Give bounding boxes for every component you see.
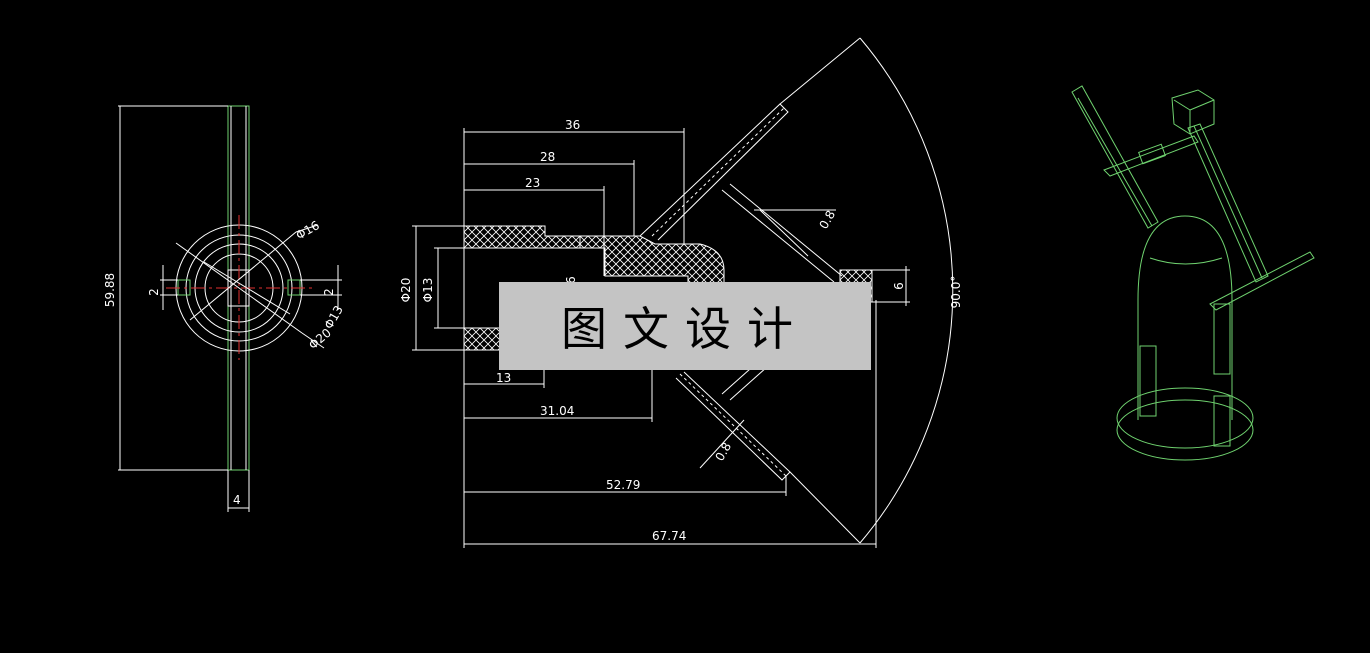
dim-6-partial-label: 6 bbox=[564, 276, 578, 284]
height-dimension-label: 59.88 bbox=[103, 273, 117, 307]
dim-13-label: 13 bbox=[496, 371, 511, 385]
dim-28-label: 28 bbox=[540, 150, 555, 164]
width-dimension-label: 4 bbox=[233, 493, 241, 507]
dim-6-right-label: 6 bbox=[892, 282, 906, 290]
dim-0-8-top-label: 0.8 bbox=[816, 208, 838, 232]
dim-0-8-bottom-label: 0.8 bbox=[712, 440, 734, 464]
dim-31-04-label: 31.04 bbox=[540, 404, 574, 418]
dim-phi20-label: Φ20 bbox=[399, 278, 413, 303]
front-view bbox=[118, 105, 342, 512]
dim-23-label: 23 bbox=[525, 176, 540, 190]
diameter-16-label: Φ16 bbox=[294, 218, 322, 242]
dim-phi13-label: Φ13 bbox=[421, 278, 435, 303]
angle-label: 90.0° bbox=[949, 276, 963, 309]
slot-left-dim-label: 2 bbox=[147, 288, 161, 296]
slot-right-dim-label: 2 bbox=[322, 288, 336, 296]
dim-36-label: 36 bbox=[565, 118, 580, 132]
isometric-view bbox=[1071, 85, 1315, 461]
watermark-overlay: 图文设计 bbox=[499, 282, 871, 370]
dim-52-79-label: 52.79 bbox=[606, 478, 640, 492]
dim-67-74-label: 67.74 bbox=[652, 529, 686, 543]
